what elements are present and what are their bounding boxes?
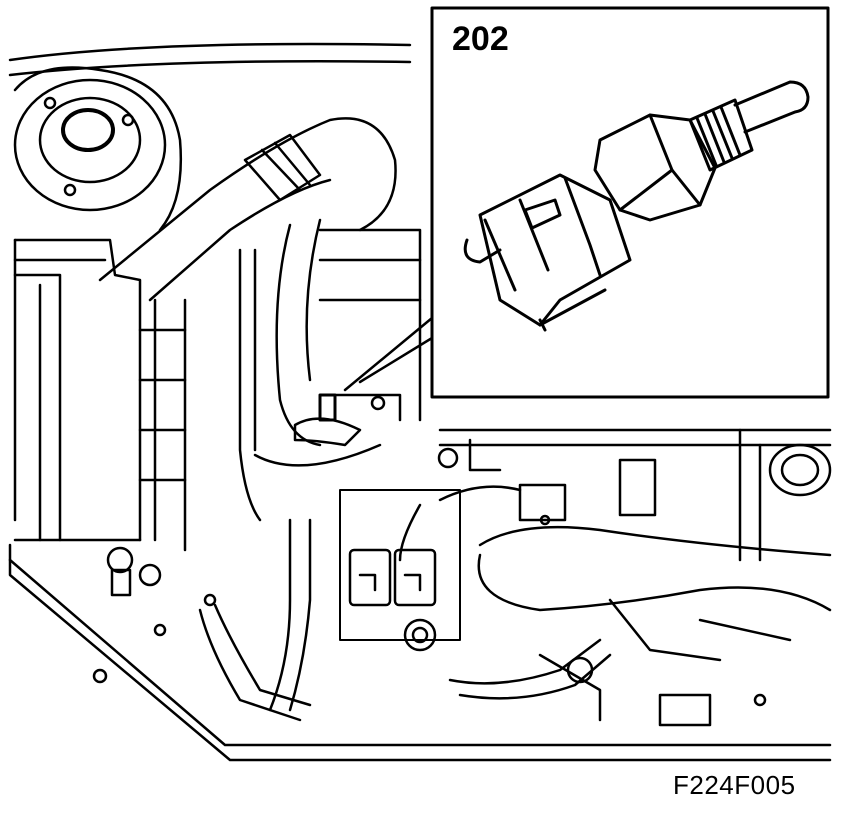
callout-leader xyxy=(343,316,434,392)
intake-hose xyxy=(98,117,397,447)
relay-blocks xyxy=(106,458,712,727)
right-components xyxy=(403,428,832,722)
figure-code: F224F005 xyxy=(673,770,796,800)
sensor-icon xyxy=(463,80,810,332)
fender-outline xyxy=(8,42,832,762)
strut-mount xyxy=(13,66,183,232)
radiator xyxy=(13,238,187,552)
sensor-location xyxy=(293,393,362,447)
fasteners xyxy=(92,514,767,707)
callout-number: 202 xyxy=(452,20,509,58)
lower-hoses xyxy=(198,485,832,722)
inset-frame xyxy=(430,6,830,399)
engine-block xyxy=(238,228,422,522)
